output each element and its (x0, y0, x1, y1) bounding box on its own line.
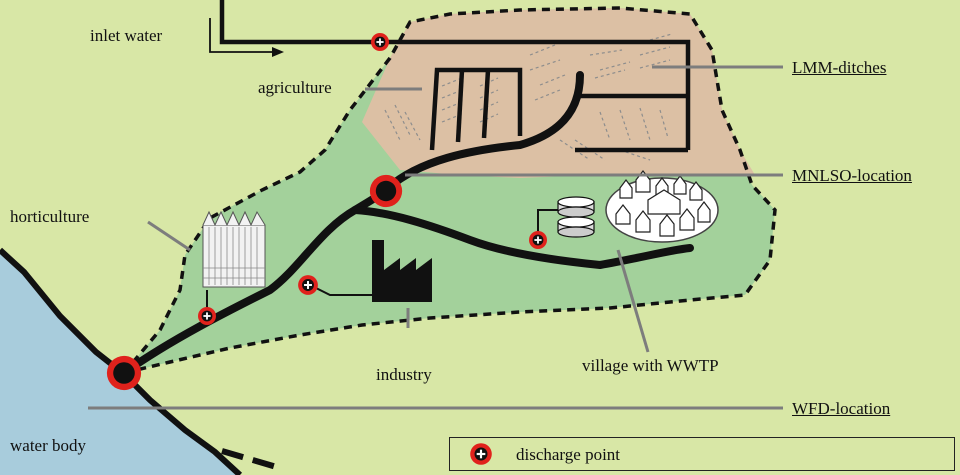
discharge-point-mnlso (369, 174, 403, 208)
village-with-wwtp-label: village with WWTP (582, 356, 719, 375)
legend-discharge-icon (470, 443, 492, 465)
discharge-point-industry (298, 275, 318, 295)
main-stream-network (120, 71, 694, 377)
wwtp-tanks-icon (557, 196, 595, 238)
lmm-ditch-network (429, 67, 688, 153)
village-icon (605, 170, 719, 243)
inlet-arrow (209, 18, 274, 53)
agriculture-area (362, 8, 755, 178)
mnlso-location-label: MNLSO-location (792, 166, 912, 185)
greenhouse-icon (202, 210, 266, 288)
agriculture-label: agriculture (258, 78, 332, 97)
legend-discharge-point-label: discharge point (516, 445, 621, 464)
factory-icon (372, 240, 432, 302)
legend: discharge point (449, 437, 955, 471)
label-pointer-lines (88, 65, 783, 410)
wfd-location-label: WFD-location (792, 399, 891, 418)
discharge-point-horticulture (198, 307, 216, 325)
horticulture-label: horticulture (10, 207, 90, 226)
lmm-ditches-label: LMM-ditches (792, 58, 887, 77)
inlet-arrowhead (272, 47, 284, 57)
discharge-point-wwtp (529, 231, 547, 249)
water-body-area (0, 250, 240, 475)
water-body-label: water body (10, 436, 87, 455)
shore-dash (221, 448, 281, 471)
field-ditch-pattern (384, 33, 673, 161)
inlet-water-label: inlet water (90, 26, 163, 45)
discharge-point-outlet (106, 355, 142, 391)
catchment-boundary (119, 6, 777, 376)
discharge-point-inlet (371, 33, 389, 51)
industry-label: industry (376, 365, 432, 384)
